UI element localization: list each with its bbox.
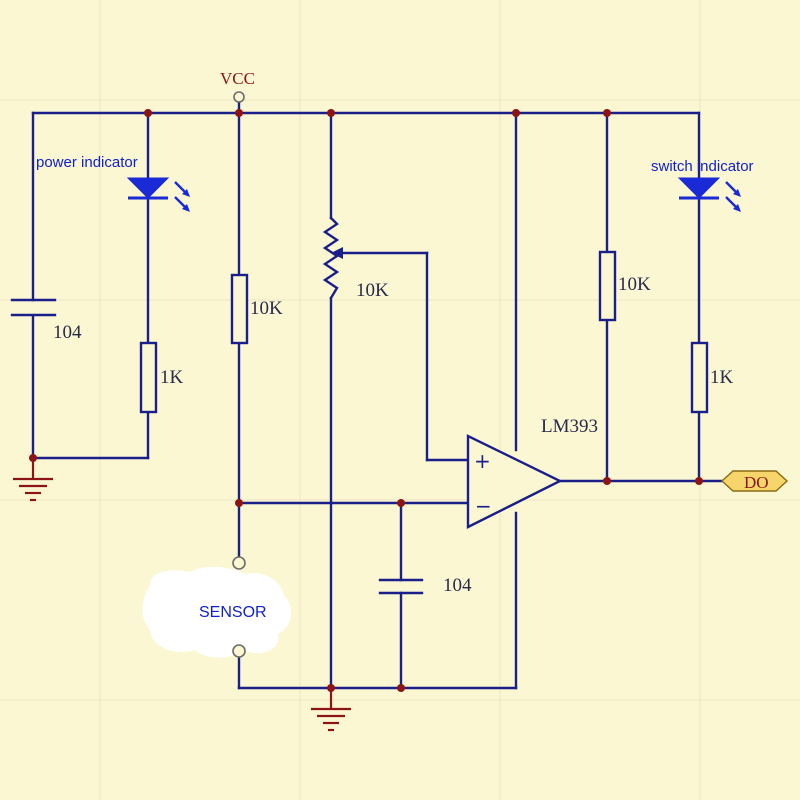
junction-dots <box>29 109 703 692</box>
capacitor-left <box>10 298 57 317</box>
sensor-label: SENSOR <box>199 604 267 621</box>
ground-bottom-icon <box>311 688 351 732</box>
comparator-label: LM393 <box>541 416 598 437</box>
output-do-label: DO <box>744 473 769 492</box>
resistor-1k-left-label: 1K <box>160 367 184 388</box>
resistor-10k-left-label: 10K <box>250 298 283 319</box>
output-do-tag: DO <box>720 470 789 492</box>
ground-left-icon <box>13 458 53 502</box>
resistor-10k-left <box>230 273 249 345</box>
wires <box>31 101 724 690</box>
switch-indicator-label: switch indicator <box>651 158 754 175</box>
vcc-terminal <box>233 91 245 103</box>
sensor-pin-bottom <box>232 644 246 658</box>
resistor-1k-right <box>690 341 709 414</box>
sensor: SENSOR <box>142 556 292 658</box>
resistor-10k-right-label: 10K <box>618 274 651 295</box>
switch-led-icon <box>677 177 741 212</box>
power-led-icon <box>126 177 190 212</box>
comparator-minus-sign: − <box>475 494 492 518</box>
comparator-lm393: + − <box>466 434 563 529</box>
capacitor-left-label: 104 <box>53 322 82 343</box>
resistor-1k-right-label: 1K <box>710 367 734 388</box>
sensor-pin-top <box>232 556 246 570</box>
resistor-1k-left <box>139 341 158 414</box>
potentiometer <box>322 216 343 300</box>
capacitor-bottom <box>378 578 424 595</box>
power-indicator-label: power indicator <box>36 154 138 171</box>
potentiometer-label: 10K <box>356 280 389 301</box>
capacitor-bottom-label: 104 <box>443 575 472 596</box>
vcc-label: VCC <box>220 69 255 88</box>
comparator-plus-sign: + <box>474 449 491 473</box>
resistor-10k-right <box>598 250 617 322</box>
